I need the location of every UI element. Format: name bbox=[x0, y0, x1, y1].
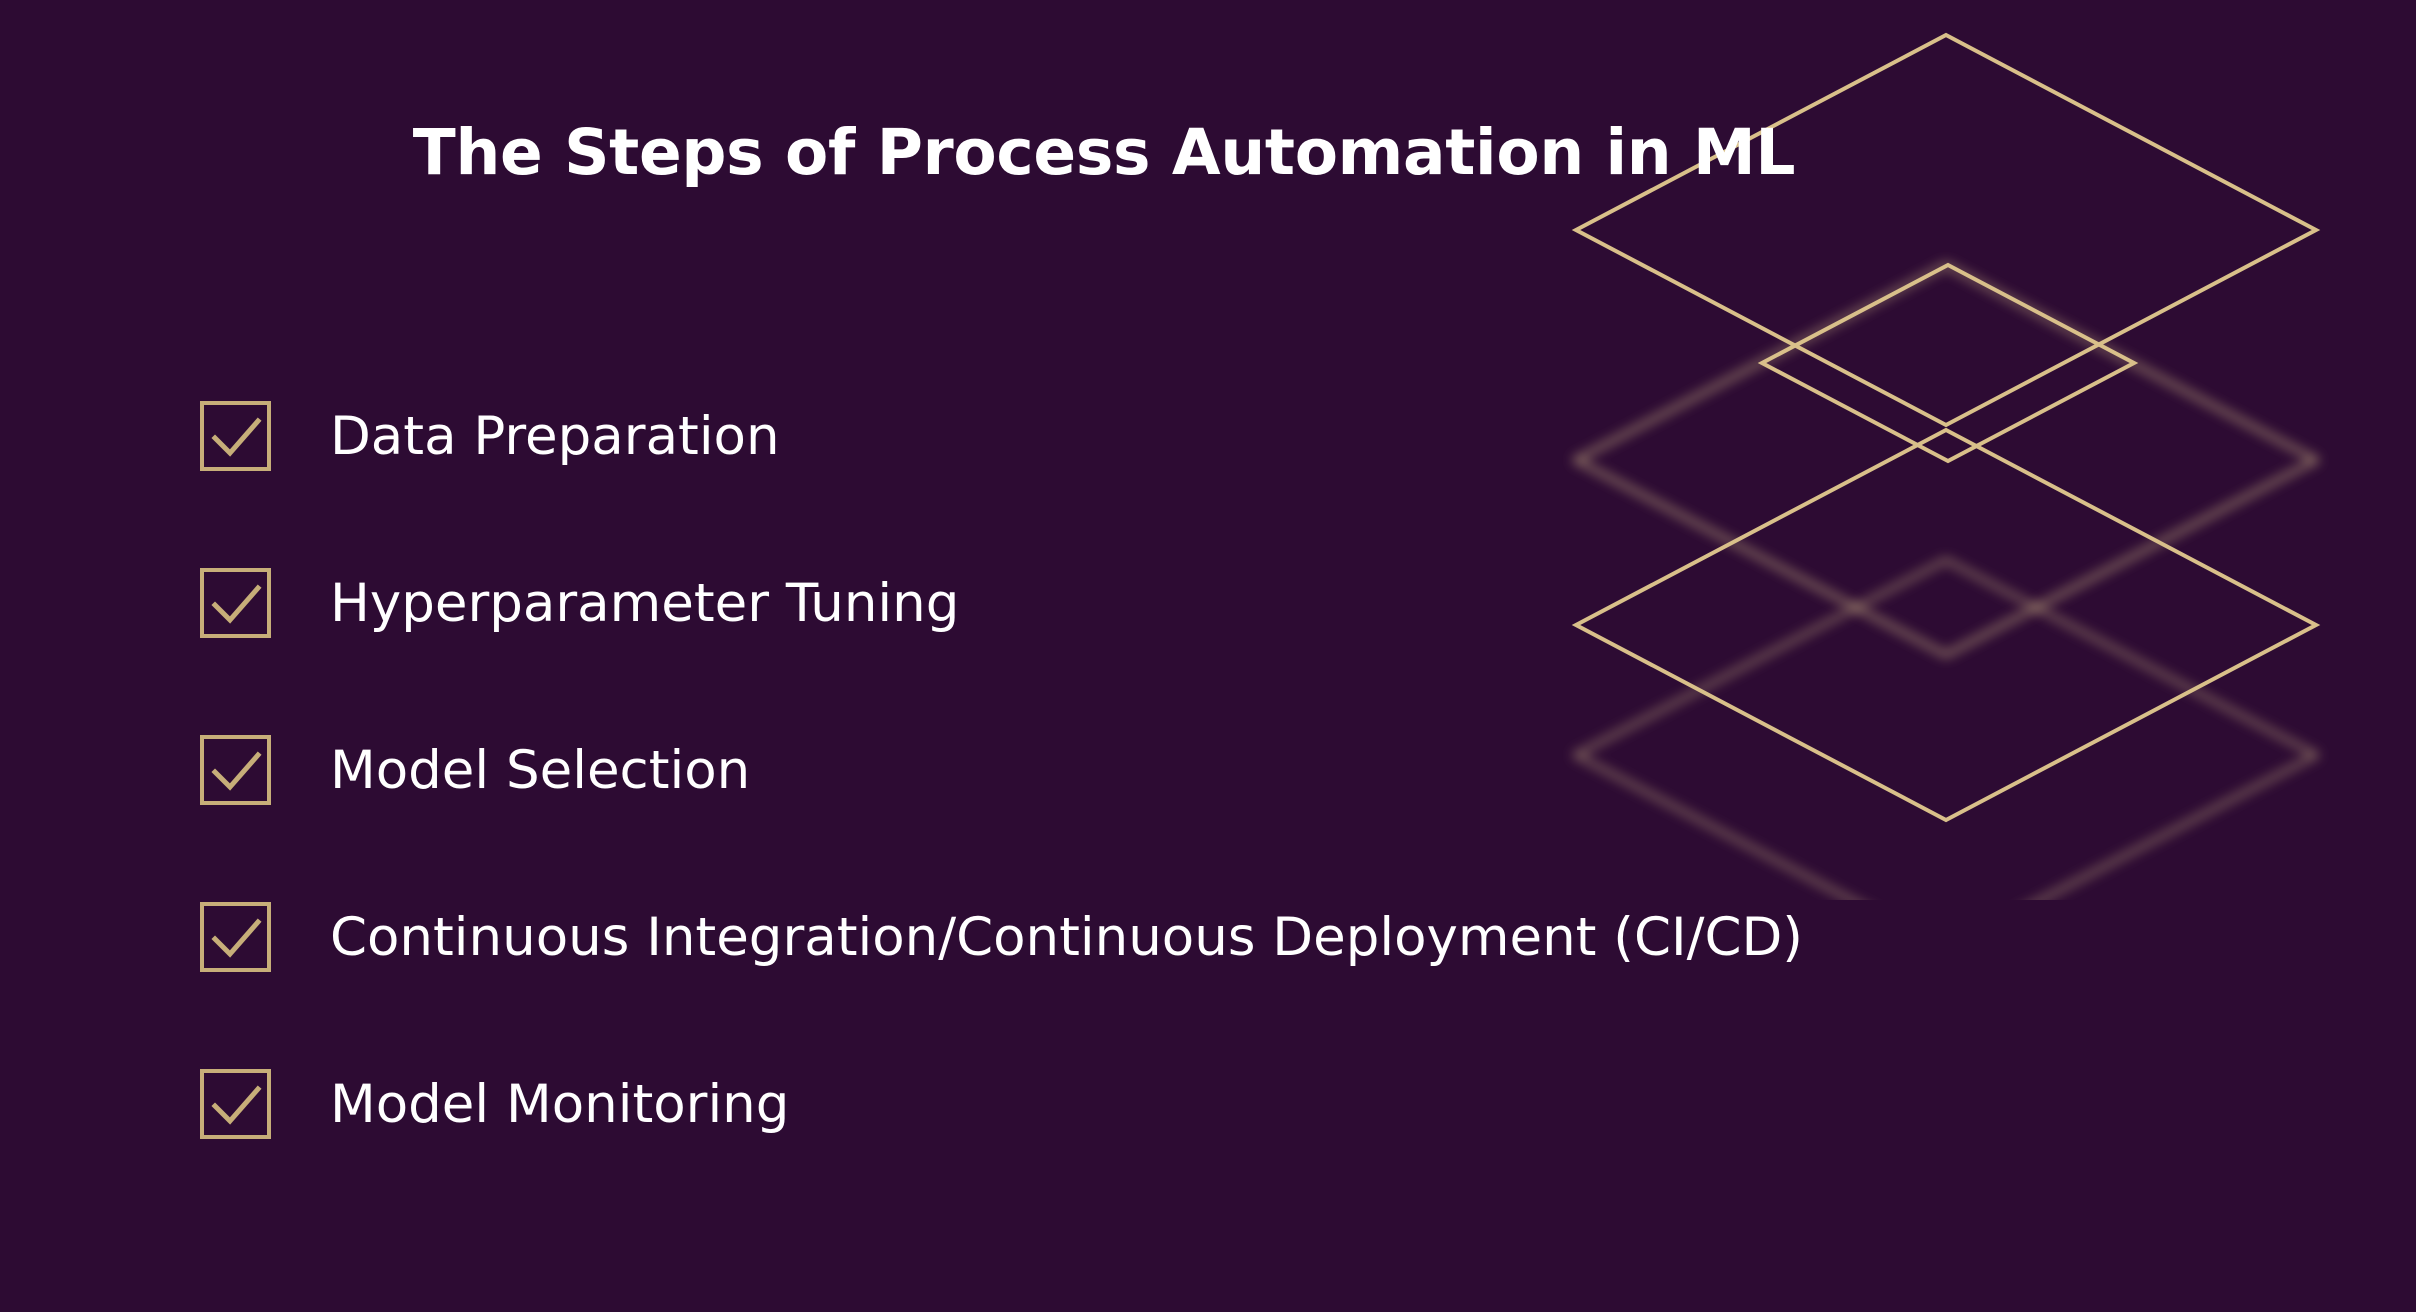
list-item-label: Data Preparation bbox=[330, 405, 780, 467]
list-item[interactable]: Data Preparation bbox=[200, 386, 2300, 486]
page-title: The Steps of Process Automation in ML bbox=[412, 116, 1796, 189]
checkbox-checked-icon[interactable] bbox=[200, 1069, 271, 1139]
list-item-label: Model Selection bbox=[330, 739, 751, 801]
list-item[interactable]: Model Selection bbox=[200, 720, 2300, 820]
checkbox-checked-icon[interactable] bbox=[200, 401, 271, 471]
list-item[interactable]: Hyperparameter Tuning bbox=[200, 553, 2300, 653]
list-item-label: Hyperparameter Tuning bbox=[330, 572, 960, 634]
checkbox-checked-icon[interactable] bbox=[200, 902, 271, 972]
diamond-layer-top bbox=[1571, 32, 2321, 428]
checklist: Data Preparation Hyperparameter Tuning M… bbox=[200, 386, 2300, 1154]
list-item[interactable]: Model Monitoring bbox=[200, 1054, 2300, 1154]
list-item[interactable]: Continuous Integration/Continuous Deploy… bbox=[200, 887, 2300, 987]
checkbox-checked-icon[interactable] bbox=[200, 735, 271, 805]
list-item-label: Model Monitoring bbox=[330, 1073, 790, 1135]
checkbox-checked-icon[interactable] bbox=[200, 568, 271, 638]
list-item-label: Continuous Integration/Continuous Deploy… bbox=[330, 906, 1803, 968]
